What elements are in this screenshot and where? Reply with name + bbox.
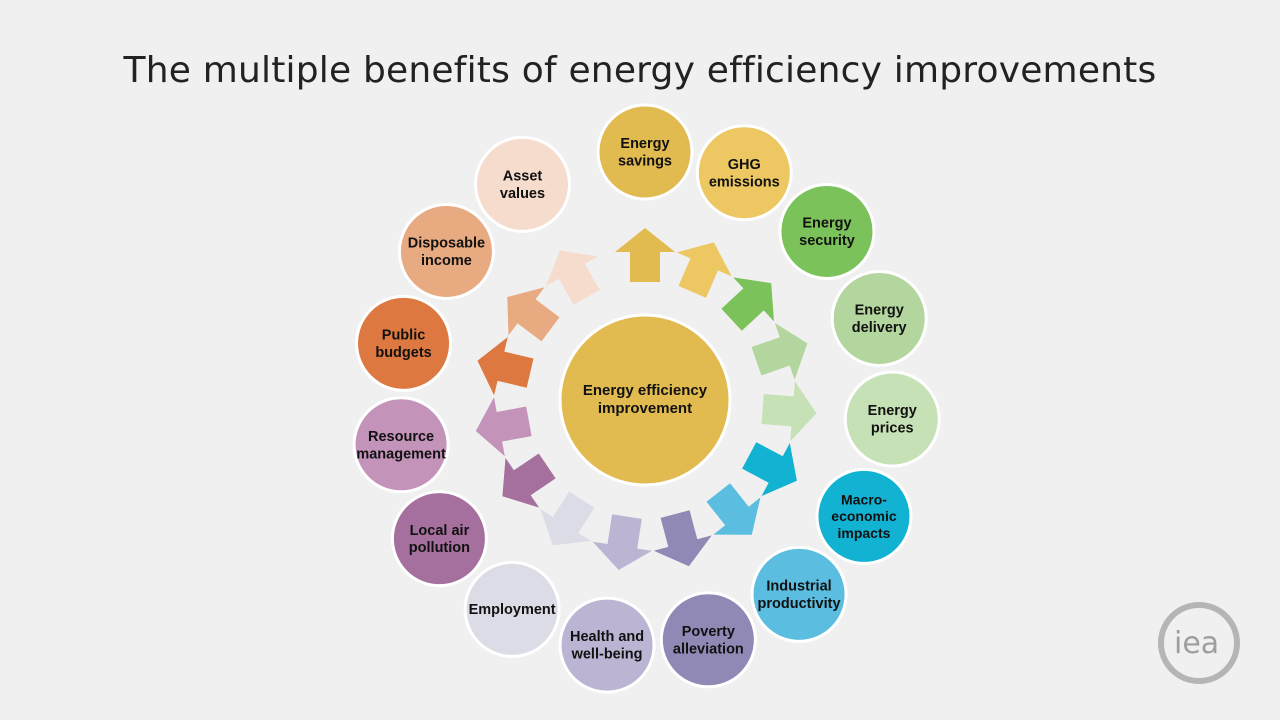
label-line: prices <box>871 421 914 437</box>
arrow-local-air-pollution <box>502 453 556 508</box>
label-line: Resource <box>368 429 434 445</box>
benefit-industrial-productivity: Industrial productivity <box>750 545 848 643</box>
label-line: economic <box>831 508 897 524</box>
label-line: Macro- <box>841 491 887 507</box>
benefit-circle <box>659 591 757 689</box>
arrow-ghg-emissions <box>676 242 732 298</box>
label-line: Energy <box>868 403 917 419</box>
benefit-circle <box>352 396 450 494</box>
label-line: pollution <box>409 540 470 556</box>
label-line: Energy <box>802 216 851 232</box>
label-line: savings <box>618 154 672 170</box>
label-line: Industrial <box>766 578 831 594</box>
arrow-asset-values <box>545 250 600 305</box>
benefit-circle <box>558 596 656 694</box>
benefit-circle <box>596 103 694 201</box>
benefit-circle <box>695 124 793 222</box>
label-line: GHG <box>728 157 761 173</box>
benefit-circle <box>843 370 941 468</box>
benefit-circle <box>750 545 848 643</box>
arrow-energy-delivery <box>751 323 808 380</box>
label-line: budgets <box>375 345 431 361</box>
benefit-circle <box>463 560 561 658</box>
benefit-employment: Employment <box>463 560 561 658</box>
benefit-health-and-well-being: Health and well-being <box>558 596 656 694</box>
label-line: income <box>421 253 472 269</box>
arrow-industrial-productivity <box>706 483 761 535</box>
label-line: productivity <box>758 596 841 612</box>
benefit-energy-savings: Energy savings <box>596 103 694 201</box>
label-line: Energy efficiency <box>583 382 708 399</box>
benefit-circle <box>355 294 453 392</box>
benefit-circle <box>815 467 913 565</box>
label-line: Asset <box>503 168 543 184</box>
label-line: well-being <box>571 647 643 663</box>
label-line: Local air <box>410 523 470 539</box>
arrow-energy-prices <box>761 381 817 442</box>
page-title: The multiple benefits of energy efficien… <box>123 50 1157 91</box>
label-line: Energy <box>620 136 669 152</box>
benefit-asset-values: Asset values <box>474 135 572 233</box>
benefit-circle <box>390 490 488 588</box>
logo-ring <box>1158 602 1240 684</box>
benefit-energy-prices: Energy prices <box>843 370 941 468</box>
label-line: impacts <box>838 525 891 541</box>
arrow-energy-savings <box>615 228 675 282</box>
label-line: security <box>799 233 855 249</box>
arrow-employment <box>540 491 595 546</box>
label-line: values <box>500 186 545 202</box>
arrow-resource-management <box>475 397 532 457</box>
iea-logo: iea <box>1158 602 1240 684</box>
logo-text: iea <box>1172 626 1222 661</box>
label-line: improvement <box>598 400 692 417</box>
benefit-circle <box>397 202 495 300</box>
arrow-disposable-income <box>507 287 560 342</box>
benefit-circle <box>474 135 572 233</box>
arrows-group <box>475 228 817 570</box>
label-line: management <box>356 446 446 462</box>
benefit-public-budgets: Public budgets <box>355 294 453 392</box>
label-line: Poverty <box>682 624 735 640</box>
arrow-health-and-well-being <box>592 514 652 570</box>
label-line: Health and <box>570 629 644 645</box>
label-line: alleviation <box>673 641 744 657</box>
label-line: delivery <box>852 320 907 336</box>
arrow-poverty-alleviation <box>653 510 712 567</box>
label-line: emissions <box>709 174 780 190</box>
arrow-macroeconomic-impacts <box>742 442 797 496</box>
center-circle <box>558 313 732 487</box>
label-line: Energy <box>855 303 904 319</box>
arrow-energy-security <box>721 277 774 331</box>
label-line: Employment <box>469 602 556 618</box>
benefit-circle <box>830 269 928 367</box>
benefit-circle <box>778 182 876 280</box>
label-line: Public <box>382 327 426 343</box>
label-line: Disposable <box>408 236 485 252</box>
arrow-public-budgets <box>477 337 534 396</box>
